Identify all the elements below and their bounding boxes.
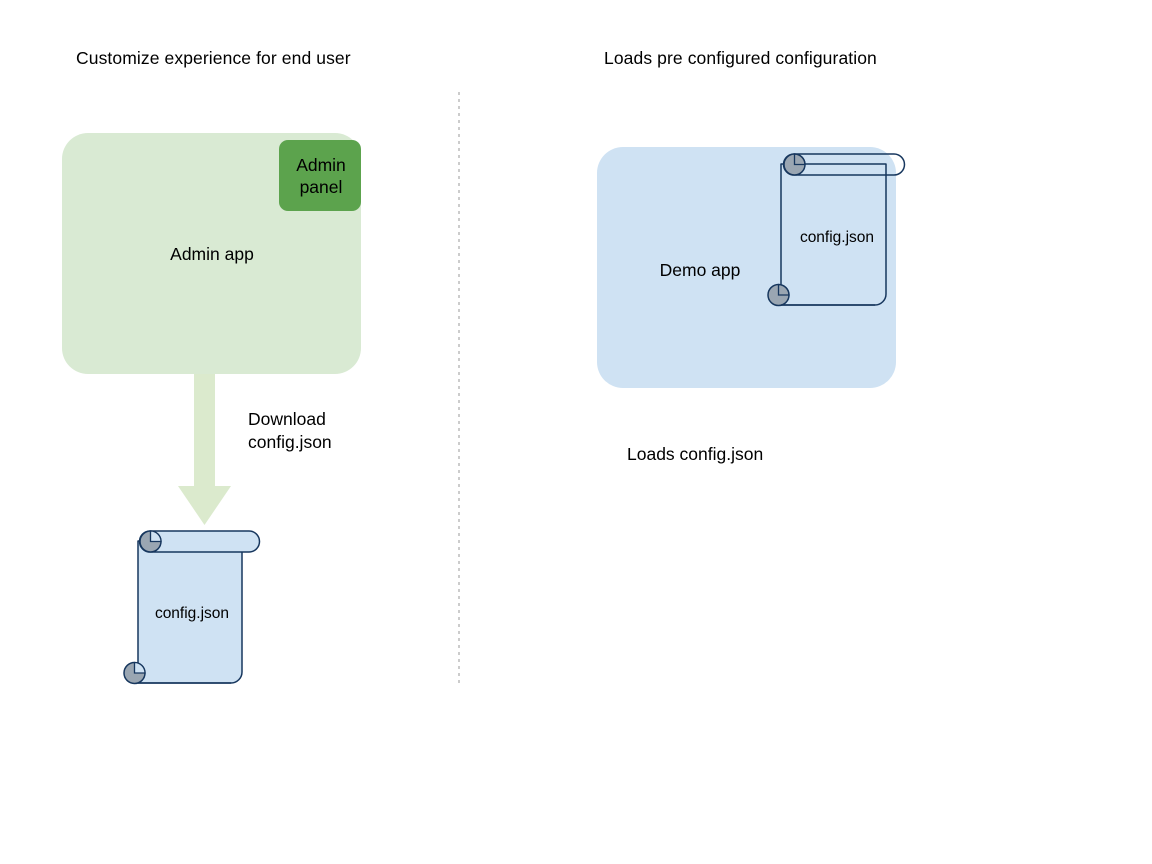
left-column-title: Customize experience for end user (76, 48, 351, 68)
download-arrow (178, 370, 231, 525)
demo-app-label: Demo app (659, 260, 741, 280)
right-column-title: Loads pre configured configuration (604, 48, 877, 68)
right-config-document[interactable] (767, 153, 906, 307)
left-document-label: config.json (154, 605, 230, 622)
left-config-document[interactable] (123, 530, 261, 685)
admin-panel-label: Admin panel (296, 155, 346, 197)
left-document-top-roll-curl (149, 530, 162, 543)
admin-panel-box[interactable] (279, 140, 361, 211)
left-document-bottom-roll-curl (133, 661, 146, 674)
download-arrow-label: Download config.json (248, 409, 332, 452)
demo-app-box[interactable] (597, 147, 896, 388)
loads-config-caption: Loads config.json (627, 444, 764, 464)
left-document-body (137, 540, 243, 684)
admin-app-label: Admin app (170, 244, 254, 264)
right-document-label: config.json (799, 229, 875, 246)
right-document-top-roll-curl (793, 153, 806, 166)
right-document-body (780, 163, 887, 306)
right-document-bottom-roll-curl (777, 283, 790, 296)
